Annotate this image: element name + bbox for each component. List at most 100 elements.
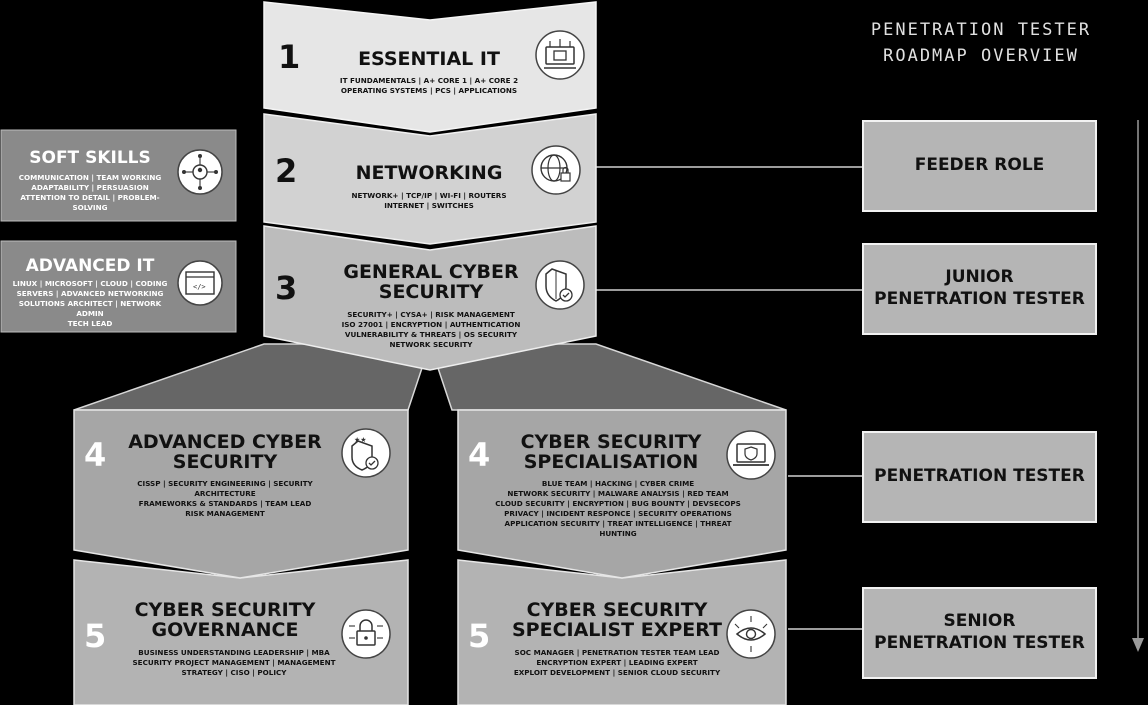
stage-5-expert-number: 5 bbox=[468, 617, 491, 655]
soft-skills-list: COMMUNICATION | TEAM WORKING ADAPTABILIT… bbox=[4, 173, 176, 213]
stage-5-governance-topics: BUSINESS UNDERSTANDING LEADERSHIP | MBA … bbox=[124, 648, 344, 678]
stage-3-topic-line: ISO 27001 | ENCRYPTION | AUTHENTICATION bbox=[341, 319, 521, 329]
stage-4-specialisation-topic-line: CLOUD SECURITY | ENCRYPTION | BUG BOUNTY… bbox=[495, 498, 741, 508]
globe-lock-icon bbox=[531, 145, 581, 195]
stage-3-topic-line: VULNERABILITY & THREATS | OS SECURITY bbox=[344, 329, 518, 339]
stage-4-advanced-title: ADVANCED CYBER SECURITY bbox=[120, 431, 330, 473]
stage-specialist-expert-shape bbox=[457, 559, 787, 705]
soft-skills-line: COMMUNICATION | TEAM WORKING bbox=[18, 173, 162, 182]
page-title-line-1: PENETRATION TESTER bbox=[870, 20, 1092, 40]
stage-5-governance-title-line: GOVERNANCE bbox=[151, 618, 299, 641]
stage-1-title-line: ESSENTIAL IT bbox=[358, 48, 500, 70]
advanced-it-line: LINUX | MICROSOFT | CLOUD | CODING bbox=[12, 279, 168, 288]
computer-chip-icon bbox=[535, 30, 585, 80]
role-junior-pentester: JUNIOR PENETRATION TESTER bbox=[862, 243, 1097, 335]
stage-4-specialisation-title-line: SPECIALISATION bbox=[523, 450, 699, 473]
role-senior-pentester: SENIOR PENETRATION TESTER bbox=[862, 587, 1097, 679]
stage-4-advanced-topic-line: RISK MANAGEMENT bbox=[185, 508, 265, 518]
stage-4-advanced-title-line: ADVANCED CYBER bbox=[128, 431, 322, 453]
stage-5-governance-title-line: CYBER SECURITY bbox=[134, 599, 316, 621]
stage-5-expert-topics: SOC MANAGER | PENETRATION TESTER TEAM LE… bbox=[506, 648, 728, 678]
stage-5-governance-topic-line: STRATEGY | CISO | POLICY bbox=[181, 667, 287, 677]
stage-3-title-line: SECURITY bbox=[378, 280, 484, 303]
progression-arrow-head bbox=[1132, 638, 1144, 652]
advanced-it-title: ADVANCED IT bbox=[25, 256, 155, 276]
stage-2-title: NETWORKING bbox=[316, 162, 542, 184]
stage-5-expert-topic-line: SOC MANAGER | PENETRATION TESTER TEAM LE… bbox=[514, 648, 720, 657]
role-junior-label-line: PENETRATION TESTER bbox=[874, 289, 1085, 309]
stage-5-expert-title-line: SPECIALIST EXPERT bbox=[512, 618, 723, 641]
stage-5-expert-topic-line: ENCRYPTION EXPERT | LEADING EXPERT bbox=[536, 657, 698, 667]
svg-text:</>: </> bbox=[193, 283, 206, 291]
stage-5-governance-topic-line: SECURITY PROJECT MANAGEMENT | MANAGEMENT bbox=[132, 657, 336, 667]
stage-5-governance-number: 5 bbox=[84, 617, 107, 655]
stage-3-number: 3 bbox=[275, 269, 298, 307]
stage-3-title: GENERAL CYBER SECURITY bbox=[316, 261, 546, 303]
stage-4-advanced-topic-line: FRAMEWORKS & STANDARDS | TEAM LEAD bbox=[138, 498, 312, 508]
stage-5-governance-title: CYBER SECURITY GOVERNANCE bbox=[130, 599, 320, 641]
stage-3-topics: SECURITY+ | CYSA+ | RISK MANAGEMENT ISO … bbox=[316, 310, 546, 350]
stage-4-advanced-topics: CISSP | SECURITY ENGINEERING | SECURITY … bbox=[108, 479, 342, 519]
stage-1-topics: IT FUNDAMENTALS | A+ CORE 1 | A+ CORE 2 … bbox=[316, 76, 542, 96]
advanced-it-line: SERVERS | ADVANCED NETWORKING bbox=[16, 288, 164, 298]
stage-3-topic-line: NETWORK SECURITY bbox=[389, 339, 473, 349]
page-title-line-2: ROADMAP OVERVIEW bbox=[883, 45, 1079, 66]
role-pentester: PENETRATION TESTER bbox=[862, 431, 1097, 523]
circuit-lock-icon bbox=[341, 609, 391, 659]
stage-2-topic-line: INTERNET | SWITCHES bbox=[384, 200, 474, 210]
soft-skills-line: ATTENTION TO DETAIL | PROBLEM-SOLVING bbox=[20, 192, 160, 212]
stage-2-topic-line: NETWORK+ | TCP/IP | WI-FI | ROUTERS bbox=[351, 191, 507, 200]
laptop-shield-icon bbox=[726, 430, 776, 480]
stage-4-specialisation-number: 4 bbox=[468, 436, 491, 474]
advanced-it-line: TECH LEAD bbox=[67, 318, 113, 328]
stage-2-title-line: NETWORKING bbox=[355, 162, 503, 184]
stage-4-specialisation-topic-line: PRIVACY | INCIDENT RESPONCE | SECURITY O… bbox=[504, 508, 732, 518]
stage-governance-shape bbox=[73, 559, 409, 705]
stage-1-number: 1 bbox=[278, 38, 301, 76]
eye-circuit-icon bbox=[726, 609, 776, 659]
stage-3-topic-line: SECURITY+ | CYSA+ | RISK MANAGEMENT bbox=[347, 310, 515, 319]
shield-check-icon bbox=[535, 260, 585, 310]
stage-essential-it-shape bbox=[263, 1, 597, 133]
code-window-icon: </> bbox=[177, 260, 223, 306]
stage-general-cyber-shape bbox=[263, 225, 597, 371]
stage-specialisation-shape bbox=[457, 409, 787, 579]
stage-4-specialisation-title-line: CYBER SECURITY bbox=[520, 431, 702, 453]
stage-2-number: 2 bbox=[275, 152, 298, 190]
stage-4-advanced-number: 4 bbox=[84, 436, 107, 474]
soft-skills-title: SOFT SKILLS bbox=[29, 148, 151, 168]
svg-text:★★: ★★ bbox=[354, 436, 367, 444]
stage-5-expert-title: CYBER SECURITY SPECIALIST EXPERT bbox=[512, 599, 723, 641]
role-pentester-label: PENETRATION TESTER bbox=[874, 466, 1085, 487]
role-senior-label-line: SENIOR bbox=[943, 611, 1016, 632]
stage-1-title: ESSENTIAL IT bbox=[316, 48, 542, 70]
stage-5-expert-title-line: CYBER SECURITY bbox=[526, 599, 708, 621]
stage-4-specialisation-topic-line: NETWORK SECURITY | MALWARE ANALYSIS | RE… bbox=[507, 488, 729, 498]
stage-2-topics: NETWORK+ | TCP/IP | WI-FI | ROUTERS INTE… bbox=[316, 191, 542, 211]
stage-4-specialisation-topic-line: BLUE TEAM | HACKING | CYBER CRIME bbox=[541, 479, 695, 488]
stage-4-specialisation-topic-line: APPLICATION SECURITY | TREAT INTELLIGENC… bbox=[504, 518, 732, 538]
advanced-it-list: LINUX | MICROSOFT | CLOUD | CODING SERVE… bbox=[4, 279, 176, 329]
role-feeder-label: FEEDER ROLE bbox=[914, 155, 1045, 176]
stage-4-advanced-title-line: SECURITY bbox=[172, 450, 278, 473]
page-title: PENETRATION TESTER ROADMAP OVERVIEW bbox=[846, 18, 1116, 69]
role-junior-label-line: JUNIOR bbox=[945, 267, 1014, 288]
soft-skills-line: ADAPTABILITY | PERSUASION bbox=[31, 182, 149, 192]
stage-1-topic-line: IT FUNDAMENTALS | A+ CORE 1 | A+ CORE 2 bbox=[339, 76, 519, 85]
stage-networking-shape bbox=[263, 113, 597, 245]
role-senior-label-line: PENETRATION TESTER bbox=[874, 633, 1085, 653]
stage-5-governance-topic-line: BUSINESS UNDERSTANDING LEADERSHIP | MBA bbox=[138, 648, 330, 657]
role-feeder: FEEDER ROLE bbox=[862, 120, 1097, 212]
stage-4-specialisation-topics: BLUE TEAM | HACKING | CYBER CRIME NETWOR… bbox=[490, 479, 746, 539]
stage-1-topic-line: OPERATING SYSTEMS | PCS | APPLICATIONS bbox=[340, 85, 518, 95]
stage-4-advanced-topic-line: CISSP | SECURITY ENGINEERING | SECURITY … bbox=[137, 479, 313, 498]
advanced-it-line: SOLUTIONS ARCHITECT | NETWORK ADMIN bbox=[18, 298, 162, 318]
people-network-icon bbox=[177, 149, 223, 195]
shield-stars-icon: ★★ bbox=[341, 428, 391, 478]
stage-5-expert-topic-line: EXPLOIT DEVELOPMENT | SENIOR CLOUD SECUR… bbox=[513, 667, 721, 677]
stage-3-title-line: GENERAL CYBER bbox=[343, 261, 519, 283]
stage-advanced-cyber-shape bbox=[73, 409, 409, 579]
stage-4-specialisation-title: CYBER SECURITY SPECIALISATION bbox=[506, 431, 716, 473]
